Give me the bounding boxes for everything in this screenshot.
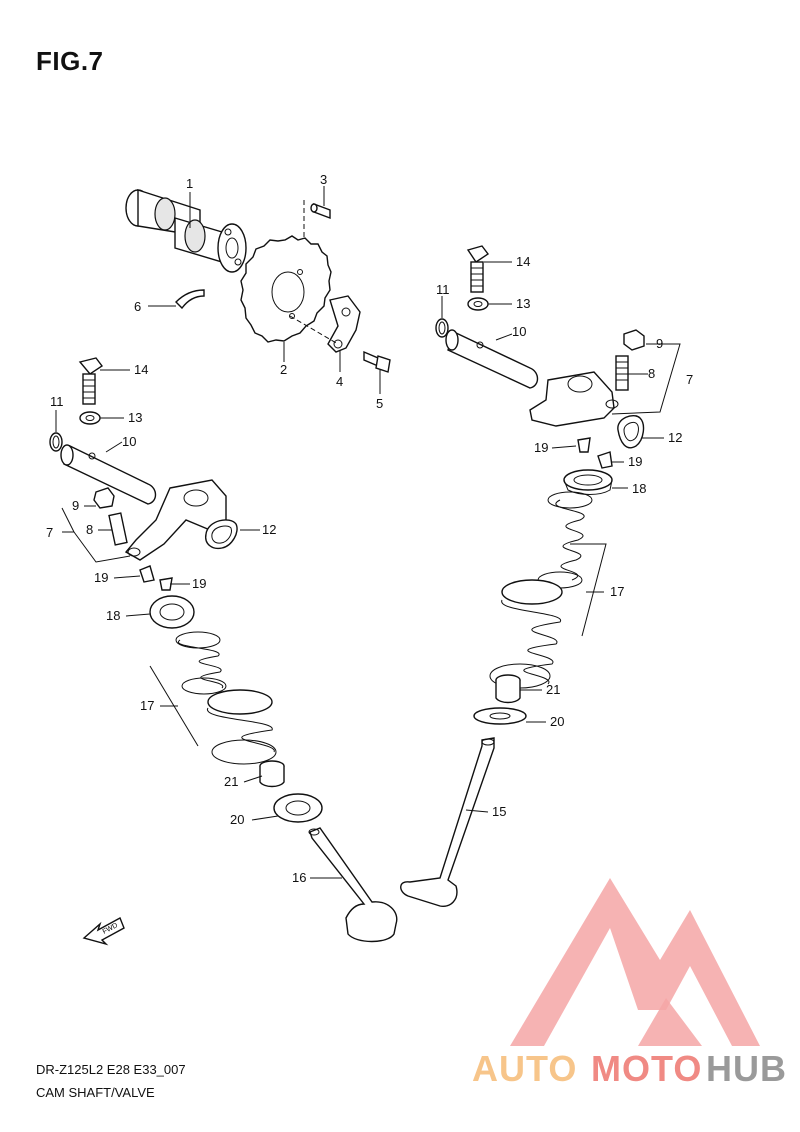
circlip-part [175,289,205,310]
callout-18-right: 18 [632,481,646,496]
callout-8-right: 8 [648,366,655,381]
rocker-arm-part [529,371,619,427]
callout-18-left: 18 [106,608,120,623]
bolt-part-left [78,357,104,405]
tappet-gasket-part-left [205,519,238,550]
sprocket-bolt-part [363,350,391,373]
lock-nut-part [623,329,645,351]
fwd-arrow-icon: FWD [82,917,125,946]
callout-3: 3 [320,172,327,187]
cotter-part-left [139,565,173,591]
callout-15: 15 [492,804,506,819]
outer-valve-spring-part-left [207,689,277,765]
callout-19-left-b: 19 [192,576,206,591]
adjusting-screw-part-left [108,512,128,546]
rocker-arm-part-left [124,479,227,561]
watermark-word-hub: HUB [706,1048,787,1089]
adjusting-screw-part [615,355,629,391]
intake-valve-part [308,827,398,943]
callout-12-left: 12 [262,522,276,537]
callout-19-right-b: 19 [628,454,642,469]
washer-part-left [79,411,101,425]
callout-19-left-a: 19 [94,570,108,585]
oring-part-left [49,432,63,452]
callout-8-left: 8 [86,522,93,537]
callout-4: 4 [336,374,343,389]
callout-20-left: 20 [230,812,244,827]
oring-part [435,318,449,338]
rocker-shaft-part [445,329,539,389]
callout-14-left: 14 [134,362,148,377]
callout-1: 1 [186,176,193,191]
lock-nut-part-left [93,487,115,509]
figure-title: FIG.7 [36,46,104,76]
cam-chain-guide-part [289,295,361,353]
watermark-logo: AUTO MOTO HUB [470,870,800,1132]
spring-retainer-part [563,469,613,495]
diagram-code: DR-Z125L2 E28 E33_007 [36,1062,186,1077]
rocker-shaft-part-left [60,444,157,505]
spring-seat-part-left [273,793,323,823]
camshaft-part [125,189,247,273]
inner-valve-spring-part [537,491,593,589]
watermark-triangle-icon [510,878,760,1046]
exhaust-valve-part [400,737,495,907]
callout-6: 6 [134,299,141,314]
callout-13-left: 13 [128,410,142,425]
bolt-part [466,245,490,293]
callout-17-left: 17 [140,698,154,713]
tappet-gasket-part [617,414,645,449]
callout-17-right: 17 [610,584,624,599]
spring-seat-part [473,707,527,725]
callout-11-right: 11 [436,282,450,297]
washer-part [467,297,489,311]
callout-16: 16 [292,870,306,885]
cotter-part [577,437,613,469]
callout-2: 2 [280,362,287,377]
leader-lines [55,186,681,879]
callout-11-left: 11 [50,394,64,409]
callout-10-left: 10 [122,434,136,449]
callout-12-right: 12 [668,430,682,445]
callout-7-left: 7 [46,525,53,540]
watermark-word-moto: MOTO [591,1048,703,1089]
cam-sprocket-part [240,235,332,343]
outer-valve-spring-part [489,579,563,689]
inner-valve-spring-part-left [175,631,227,695]
diagram-name: CAM SHAFT/VALVE [36,1085,155,1100]
callout-7-right: 7 [686,372,693,387]
callout-5: 5 [376,396,383,411]
callout-21-left: 21 [224,774,238,789]
callout-19-right-a: 19 [534,440,548,455]
callout-14-right: 14 [516,254,530,269]
oil-seal-part-left [259,760,285,788]
callout-21-right: 21 [546,682,560,697]
callout-9-right: 9 [656,336,663,351]
oil-seal-part [495,674,521,704]
callout-13-right: 13 [516,296,530,311]
spring-retainer-part-left [149,595,195,629]
callout-20-right: 20 [550,714,564,729]
callout-10-right: 10 [512,324,526,339]
callout-9-left: 9 [72,498,79,513]
watermark-word-auto: AUTO [472,1048,578,1089]
